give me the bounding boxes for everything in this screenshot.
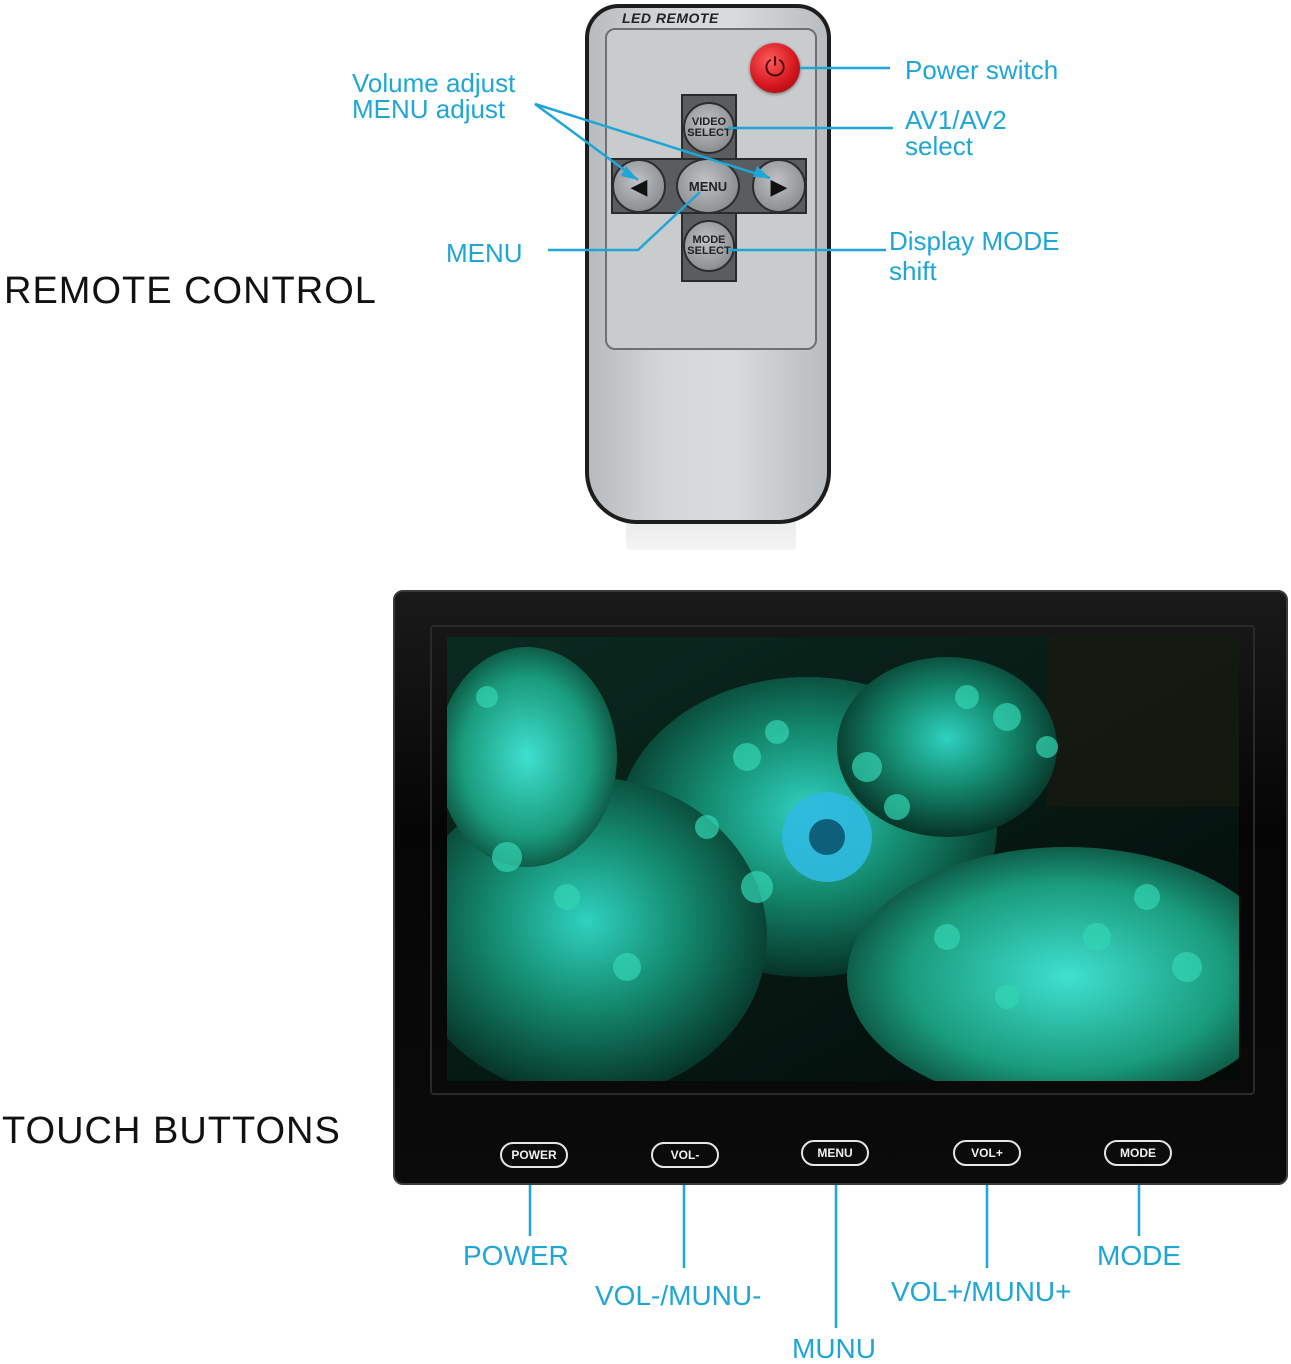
callout-touch-vol-minus: VOL-/MUNU-: [595, 1280, 762, 1311]
callout-touch-mode: MODE: [1097, 1240, 1181, 1271]
callout-menu-adjust: MENU adjust: [352, 94, 506, 124]
callout-av-select-line1: AV1/AV2: [905, 105, 1007, 135]
remote-control-title: REMOTE CONTROL: [4, 270, 377, 312]
touch-mode-button[interactable]: MODE: [1104, 1140, 1172, 1166]
video-select-button[interactable]: VIDEO SELECT: [683, 102, 735, 154]
callout-touch-menu: MUNU: [792, 1333, 876, 1364]
mode-select-label: MODE SELECT: [687, 234, 731, 257]
menu-label: MENU: [688, 178, 728, 194]
touch-vol-plus-button[interactable]: VOL+: [953, 1140, 1021, 1166]
touch-power-button[interactable]: POWER: [500, 1142, 568, 1168]
video-select-label: VIDEO SELECT: [687, 116, 731, 139]
monitor-screen: [447, 637, 1239, 1081]
callout-touch-vol-plus: VOL+/MUNU+: [891, 1276, 1072, 1307]
callout-power-switch: Power switch: [905, 55, 1059, 85]
touch-buttons-title: TOUCH BUTTONS: [2, 1110, 341, 1152]
callout-av-select-line2: select: [905, 131, 973, 161]
callout-display-mode-line1: Display MODE: [889, 226, 1060, 256]
monitor-bezel: [430, 625, 1255, 1095]
callout-display-mode-line2: shift: [889, 256, 937, 286]
callout-volume-adjust: Volume adjust: [352, 68, 516, 98]
touch-menu-button[interactable]: MENU: [801, 1140, 869, 1166]
remote-power-button[interactable]: ⏻: [750, 43, 800, 93]
callout-menu: MENU: [446, 238, 523, 268]
remote-brand-label: LED REMOTE: [622, 10, 719, 26]
right-button[interactable]: ▶: [752, 159, 806, 213]
coral-reef-image: [447, 637, 1239, 1081]
power-icon: ⏻: [764, 52, 786, 82]
touch-vol-minus-button[interactable]: VOL-: [651, 1142, 719, 1168]
callout-touch-power: POWER: [463, 1240, 569, 1271]
mode-select-button[interactable]: MODE SELECT: [683, 220, 735, 272]
